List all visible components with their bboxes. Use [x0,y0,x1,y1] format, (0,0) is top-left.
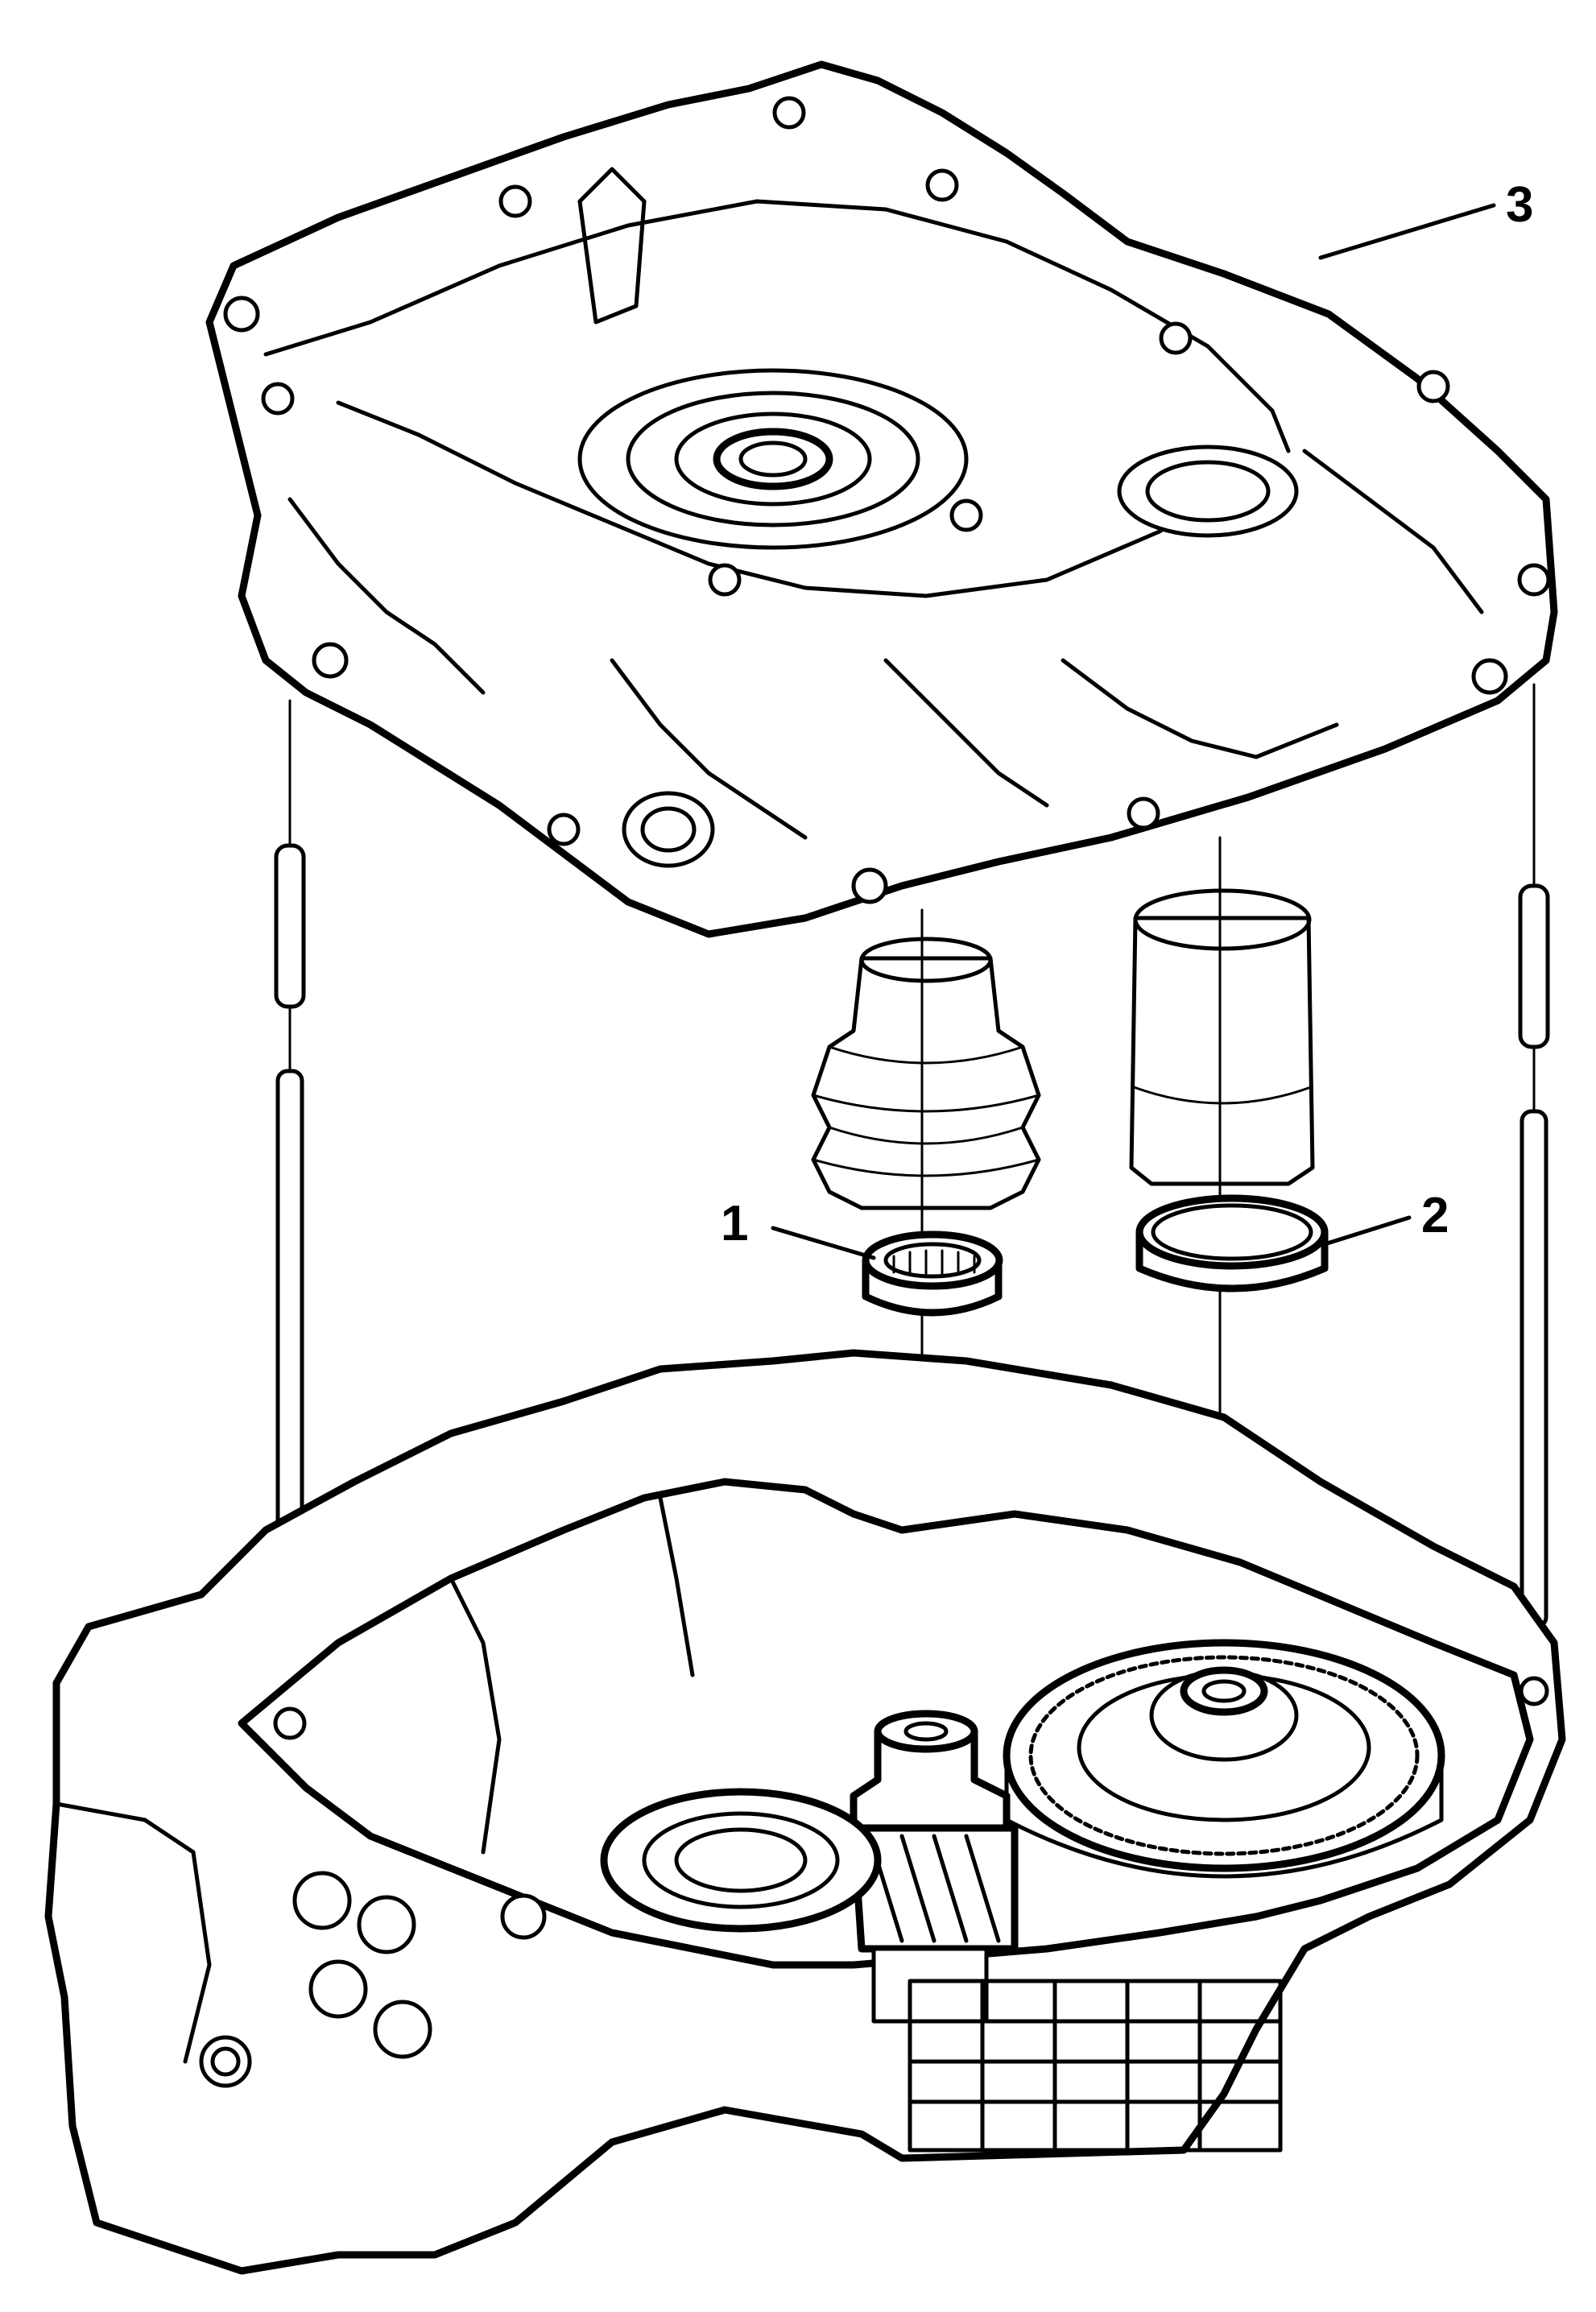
bearing-installer-tool-left [811,937,1041,1210]
upper-transmission-case [205,60,1558,938]
bearing-installer-tool-right [1129,888,1315,1186]
callout-3: 3 [1318,177,1533,260]
bearing-part-1 [862,1230,1003,1317]
lower-transmission-case [44,1349,1566,2275]
callout-2: 2 [1322,1188,1449,1247]
callout-label-2: 2 [1421,1188,1449,1243]
alignment-pin-right [1518,683,1550,1693]
callout-1: 1 [721,1196,876,1260]
bearing-race-part-2 [1135,1194,1329,1292]
alignment-pin-left [274,699,306,1725]
callout-label-3: 3 [1506,177,1533,233]
callout-label-1: 1 [721,1196,748,1251]
case-ribbing-grid [908,1979,1283,2153]
